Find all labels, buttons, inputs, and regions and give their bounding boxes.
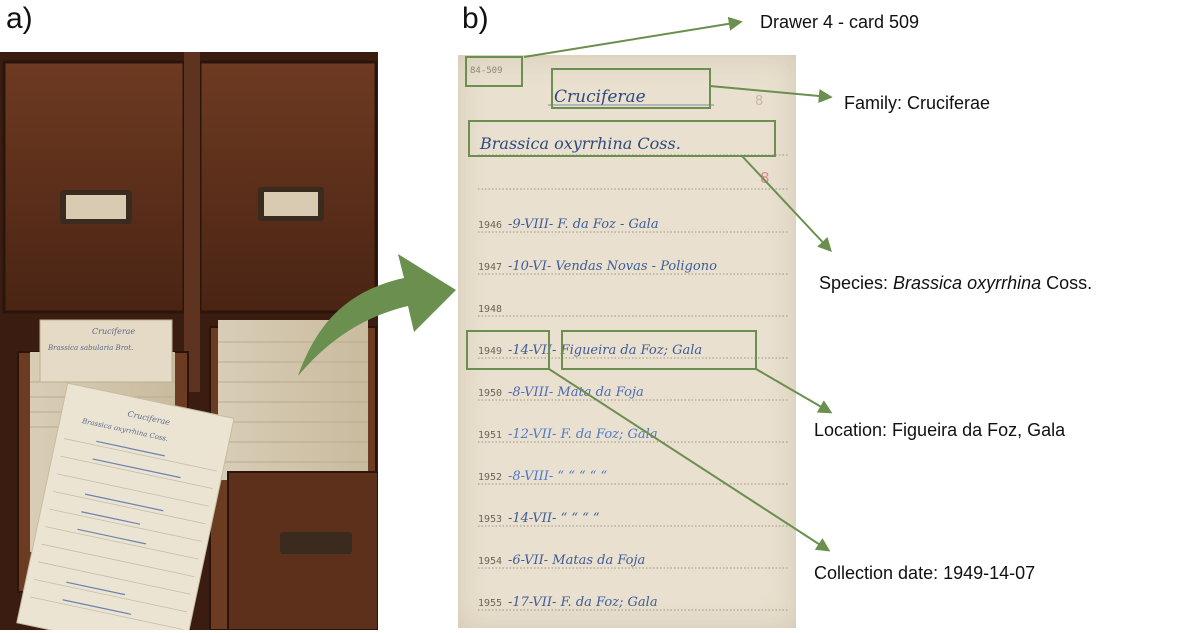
family-highlight-box	[551, 68, 711, 109]
drawer-annotation: Drawer 4 - card 509	[760, 12, 920, 32]
species-connector	[741, 155, 832, 253]
card-row-year: 1952	[478, 472, 502, 483]
species-annotation-name: Brassica oxyrrhina	[893, 273, 1042, 293]
location-annotation: Location: Figueira da Foz, Gala	[814, 420, 1066, 440]
species-annotation-suffix: Coss.	[1041, 273, 1093, 293]
card-row-year: 1946	[478, 220, 502, 231]
panel-b-label: b)	[462, 2, 489, 35]
drawer-connector	[523, 16, 743, 58]
card-row-year: 1947	[478, 262, 502, 273]
card-code: 84-509	[470, 66, 503, 76]
card-family: Cruciferae	[554, 87, 646, 107]
card-row-year: 1948	[478, 304, 502, 315]
code-highlight-box	[465, 56, 523, 87]
card-row-year: 1954	[478, 556, 502, 567]
photo-back-card-species: Brassica sabularia Brot.	[47, 344, 133, 352]
card-row-entry: -8-VIII- “ “ “ “ “	[508, 469, 608, 484]
card-species: Brassica oxyrrhina Coss.	[479, 134, 681, 153]
location-connector	[755, 368, 833, 414]
herbarium-index-card: 84-509 Cruciferae 8 Brassica oxyrrhina C…	[458, 55, 796, 628]
panel-a-label: a)	[6, 2, 33, 35]
family-annotation: Family: Cruciferae	[844, 93, 991, 113]
card-row-entry: -17-VII- F. da Foz; Gala	[508, 595, 658, 610]
card-row-year: 1951	[478, 430, 502, 441]
card-row-year: 1955	[478, 598, 502, 609]
card-red-mark: 8	[760, 169, 770, 187]
card-row-year: 1949	[478, 346, 502, 357]
date-connector	[548, 368, 831, 552]
photo-back-card-family: Cruciferae	[92, 327, 135, 336]
card-pencil-mark: 8	[755, 94, 763, 109]
card-row-entry: -14-VII- “ “ “ “	[508, 511, 600, 526]
card-row-entry: -9-VIII- F. da Foz - Gala	[508, 217, 659, 232]
card-row-entry: -10-VI- Vendas Novas - Poligono	[508, 259, 717, 274]
family-connector	[709, 85, 833, 103]
card-row-year: 1953	[478, 514, 502, 525]
date-highlight-box	[466, 330, 550, 370]
species-annotation-prefix: Species:	[819, 273, 894, 293]
location-highlight-box	[561, 330, 757, 370]
card-row-entry: -8-VIII- Mata da Foja	[508, 385, 644, 400]
card-row-entry: -12-VII- F. da Foz; Gala	[508, 427, 658, 442]
date-annotation: Collection date: 1949-14-07	[814, 563, 1036, 583]
card-row-entry: -6-VII- Matas da Foja	[508, 553, 645, 568]
panel-transition-arrow	[298, 254, 456, 376]
card-row-entry: -14-VII- Figueira da Foz; Gala	[508, 343, 702, 358]
card-row-year: 1950	[478, 388, 502, 399]
species-highlight-box	[468, 120, 776, 157]
species-annotation: Species: Brassica oxyrrhina Coss.	[819, 273, 1092, 294]
